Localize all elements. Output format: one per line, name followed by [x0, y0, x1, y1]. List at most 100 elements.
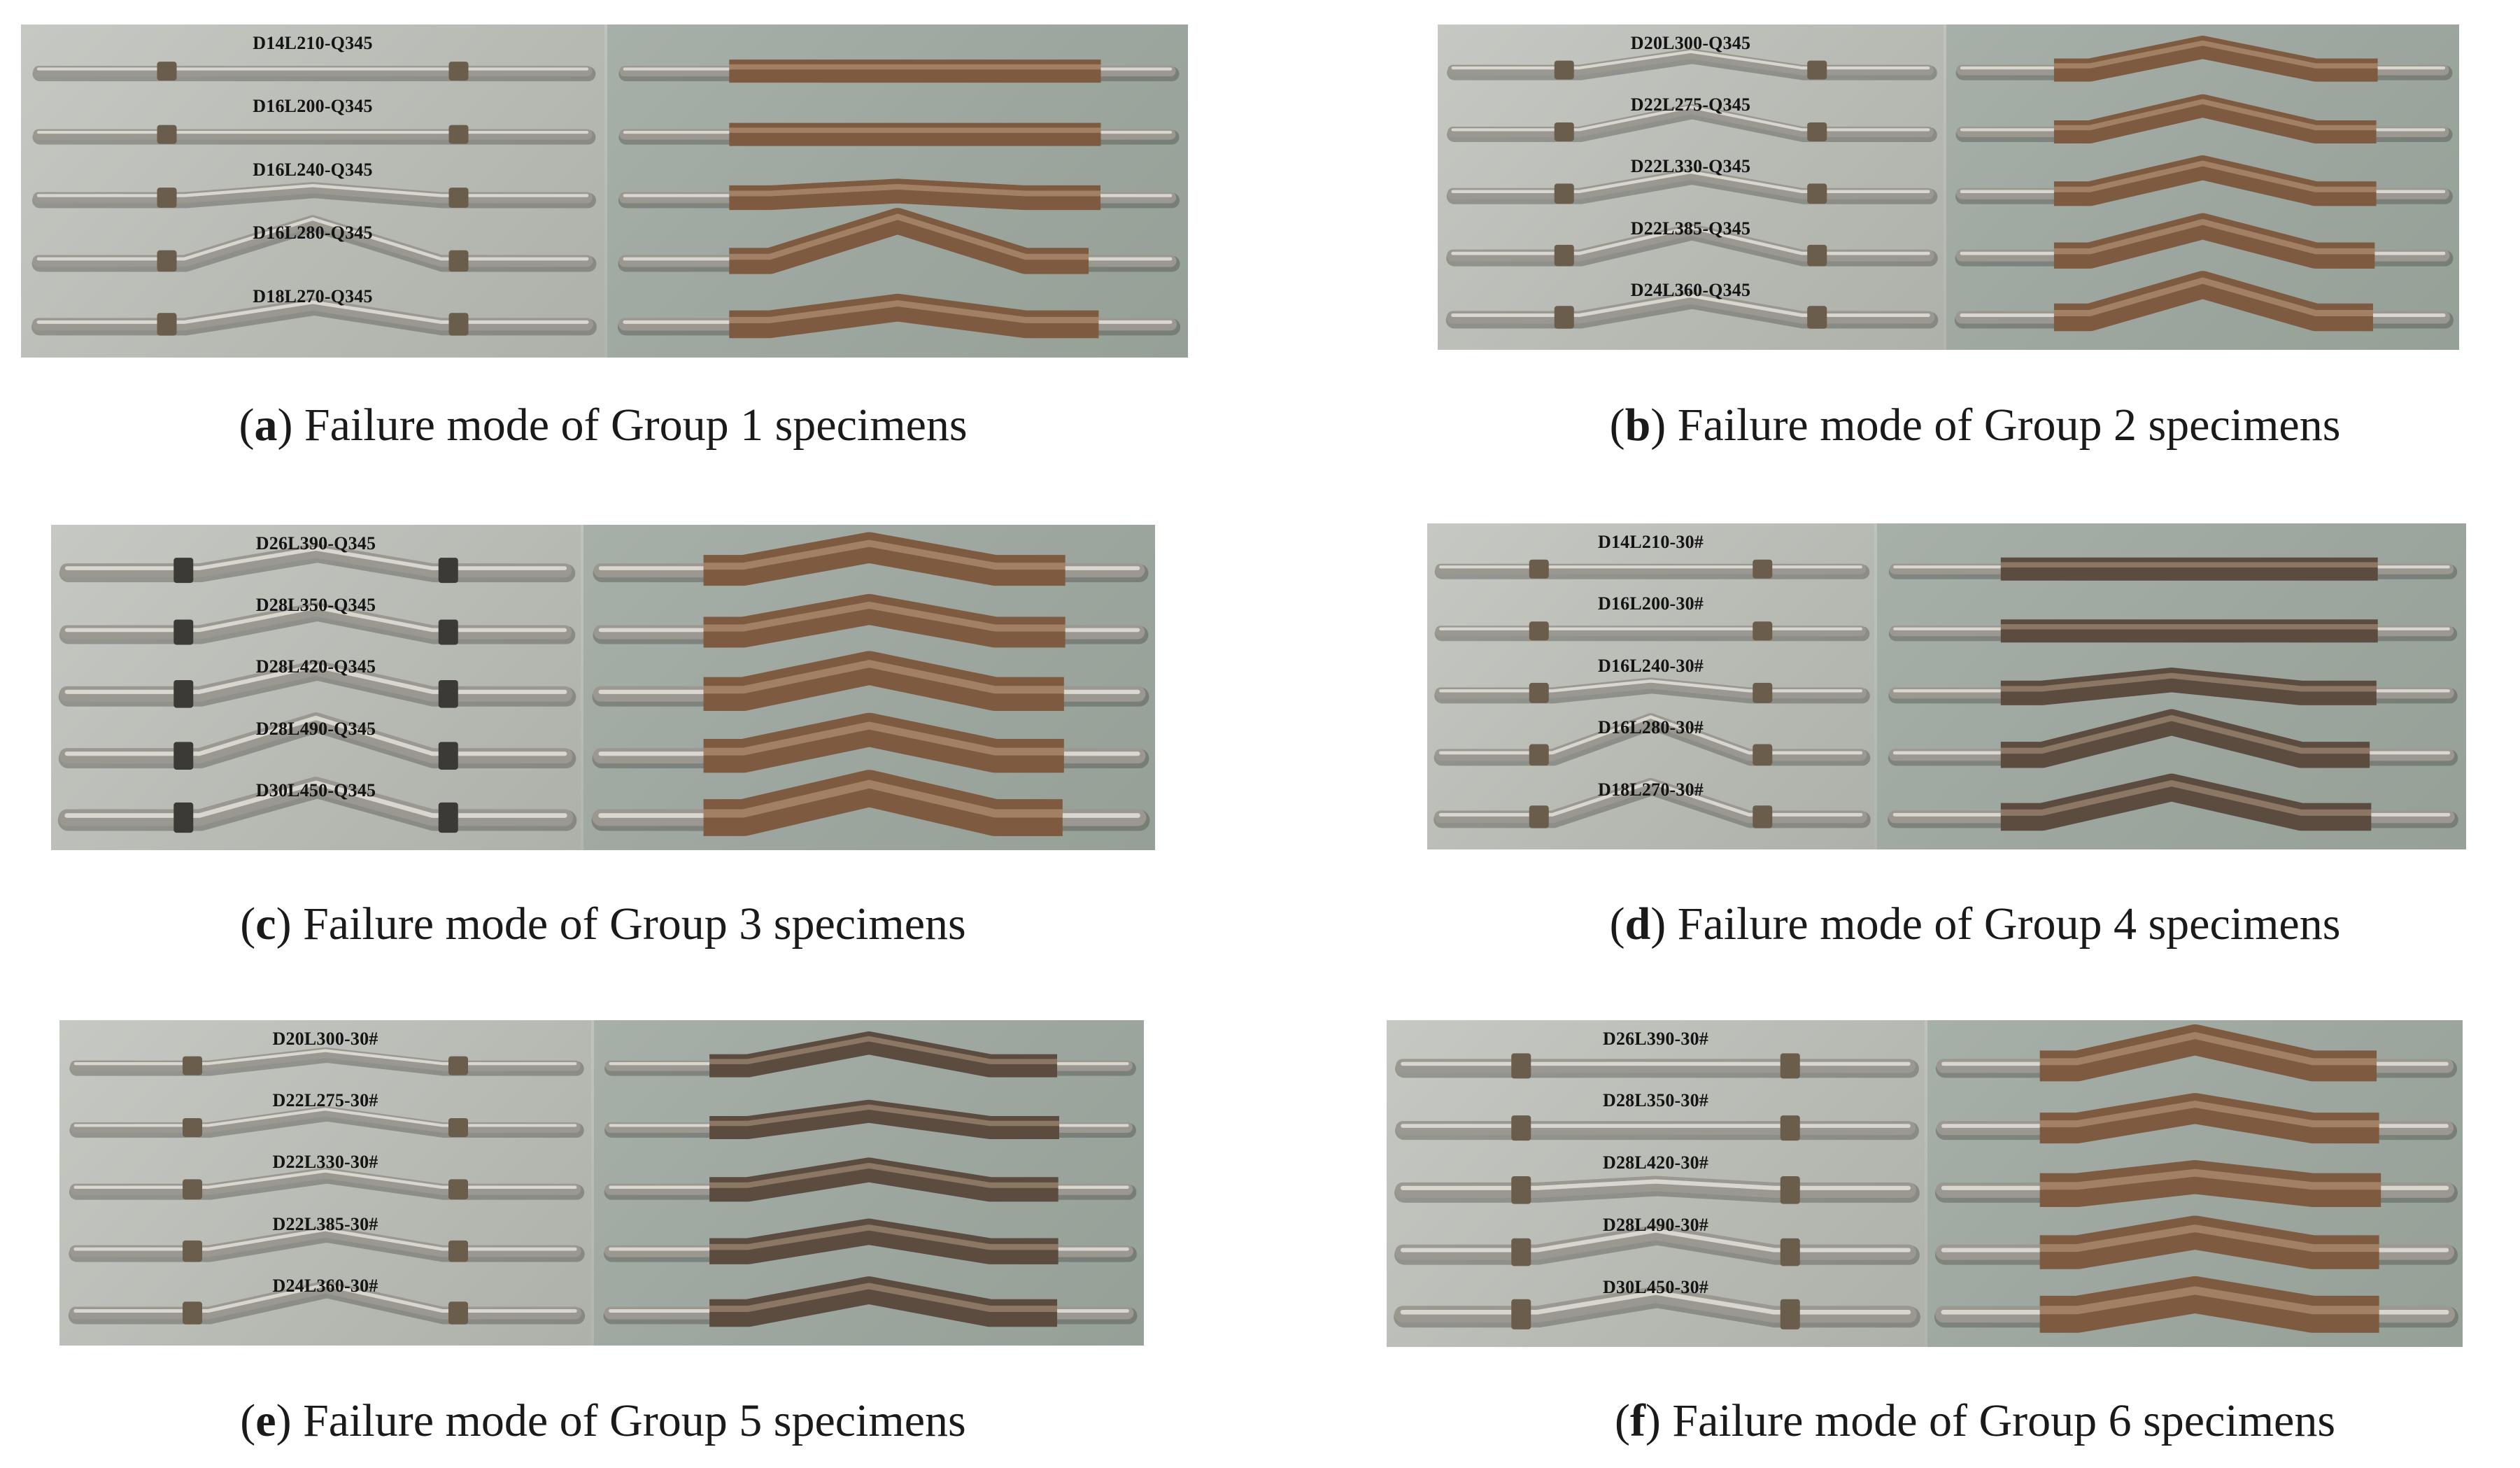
bar-highlight — [1400, 1290, 1911, 1315]
caption-paren: ( — [240, 898, 256, 950]
caption-paren: ) — [1650, 898, 1678, 950]
coupler-nut — [1554, 306, 1574, 329]
coupler-nut — [448, 1179, 468, 1200]
bar-highlight — [73, 1169, 577, 1190]
specimen-photo-d: D14L210-30#D16L200-30#D16L240-30#D16L280… — [1427, 523, 2466, 849]
caption-paren: ( — [1614, 1395, 1630, 1446]
sleeve-highlight — [1961, 40, 2444, 69]
caption-paren: ) — [1650, 400, 1678, 451]
grout-sleeve — [600, 593, 1138, 648]
specimen-label: D20L300-30# — [272, 1028, 378, 1049]
bar-highlight — [64, 780, 567, 818]
coupler-nut — [157, 62, 177, 81]
steel-bar — [33, 182, 593, 204]
caption-paren: ) — [277, 400, 304, 451]
specimen-label: D26L390-Q345 — [255, 532, 376, 553]
caption-letter: a — [254, 400, 278, 451]
specimen-label: D16L280-Q345 — [253, 223, 373, 244]
caption-paren: ( — [1609, 400, 1625, 451]
specimen-label: D18L270-30# — [1598, 779, 1704, 800]
specimen-label: D14L210-Q345 — [253, 32, 373, 53]
failed-specimens-drawing — [1934, 1024, 2459, 1333]
grout-sleeve — [1943, 1093, 2447, 1144]
sleeve-highlight — [600, 539, 1138, 570]
coupler-nut — [1511, 1238, 1531, 1266]
specimen-label: D28L350-30# — [1603, 1090, 1708, 1111]
coupler-nut — [1780, 1053, 1800, 1079]
coupler-nut — [157, 188, 177, 208]
coupler-nut — [174, 680, 194, 708]
caption-text: Failure mode of Group 6 specimens — [1672, 1395, 2336, 1446]
grout-sleeve — [600, 651, 1138, 711]
failed-specimens-photo — [1946, 24, 2459, 350]
steel-bar — [1447, 168, 1934, 199]
steel-bar — [1447, 48, 1934, 76]
sleeve-highlight — [600, 601, 1138, 632]
sleeve-highlight — [624, 183, 1171, 197]
specimen-label: D16L240-30# — [1598, 655, 1704, 676]
grout-sleeve — [1961, 36, 2444, 82]
failed-specimens-drawing — [1888, 557, 2458, 831]
grout-sleeve — [600, 712, 1138, 773]
sleeve-highlight — [610, 1104, 1128, 1127]
failed-specimens-photo — [583, 525, 1155, 850]
caption-text: Failure mode of Group 1 specimens — [304, 400, 968, 451]
specimen-photo-f: D26L390-30#D28L350-30#D28L420-30#D28L490… — [1387, 1020, 2463, 1347]
coupler-nut — [448, 1117, 468, 1137]
grout-sleeve — [1961, 155, 2444, 206]
coupler-nut — [1780, 1238, 1800, 1266]
sleeve-highlight — [1943, 1101, 2447, 1128]
coupler-nut — [448, 1240, 468, 1262]
specimen-label: D30L450-Q345 — [255, 780, 376, 801]
specimen-label: D22L275-Q345 — [1630, 94, 1751, 115]
coupler-nut — [1780, 1115, 1800, 1141]
coupler-nut — [1511, 1176, 1531, 1204]
specimen-label: D18L270-Q345 — [253, 285, 373, 306]
coupler-nut — [1780, 1176, 1800, 1204]
coupler-nut — [174, 742, 194, 770]
coupler-nut — [438, 558, 458, 584]
specimen-label: D26L390-30# — [1603, 1028, 1708, 1049]
caption-paren: ) — [1645, 1395, 1673, 1446]
labelled-specimens-drawing — [57, 544, 577, 833]
bar-highlight — [73, 1283, 577, 1313]
caption-letter: e — [255, 1395, 276, 1446]
panel-caption: (e) Failure mode of Group 5 specimens — [240, 1395, 965, 1448]
panel-caption: (b) Failure mode of Group 2 specimens — [1610, 399, 2341, 452]
failed-specimens-drawing — [603, 1031, 1138, 1327]
coupler-nut — [448, 1301, 468, 1325]
bar-highlight — [73, 1108, 577, 1127]
steel-bar — [59, 544, 572, 578]
grout-sleeve — [624, 208, 1171, 274]
caption-letter: c — [255, 898, 276, 950]
sleeve-highlight — [610, 1283, 1128, 1312]
coupler-nut — [448, 1056, 468, 1075]
steel-bar — [59, 602, 572, 640]
coupler-nut — [448, 62, 469, 81]
coupler-nut — [1529, 744, 1549, 766]
specimen-label: D16L280-30# — [1598, 717, 1704, 738]
specimen-label: D22L385-Q345 — [1630, 218, 1751, 239]
specimen-label: D28L350-Q345 — [255, 594, 376, 615]
coupler-nut — [1807, 122, 1827, 141]
bar-highlight — [1451, 225, 1930, 255]
labelled-specimens-photo: D20L300-30#D22L275-30#D22L330-30#D22L385… — [59, 1020, 591, 1346]
coupler-nut — [1753, 621, 1773, 641]
grout-sleeve — [610, 1099, 1128, 1139]
failed-specimens-photo — [594, 1020, 1144, 1346]
bar-highlight — [64, 605, 567, 633]
bar-highlight — [36, 184, 589, 197]
steel-bar — [69, 1280, 582, 1320]
specimen-label: D22L275-30# — [272, 1089, 378, 1110]
sleeve-highlight — [1895, 672, 2449, 692]
grout-sleeve — [624, 293, 1171, 339]
caption-paren: ( — [240, 1395, 256, 1446]
caption-text: Failure mode of Group 5 specimens — [303, 1395, 966, 1446]
coupler-nut — [438, 619, 458, 645]
sleeve-highlight — [1943, 1224, 2447, 1252]
grout-sleeve — [1961, 271, 2444, 332]
